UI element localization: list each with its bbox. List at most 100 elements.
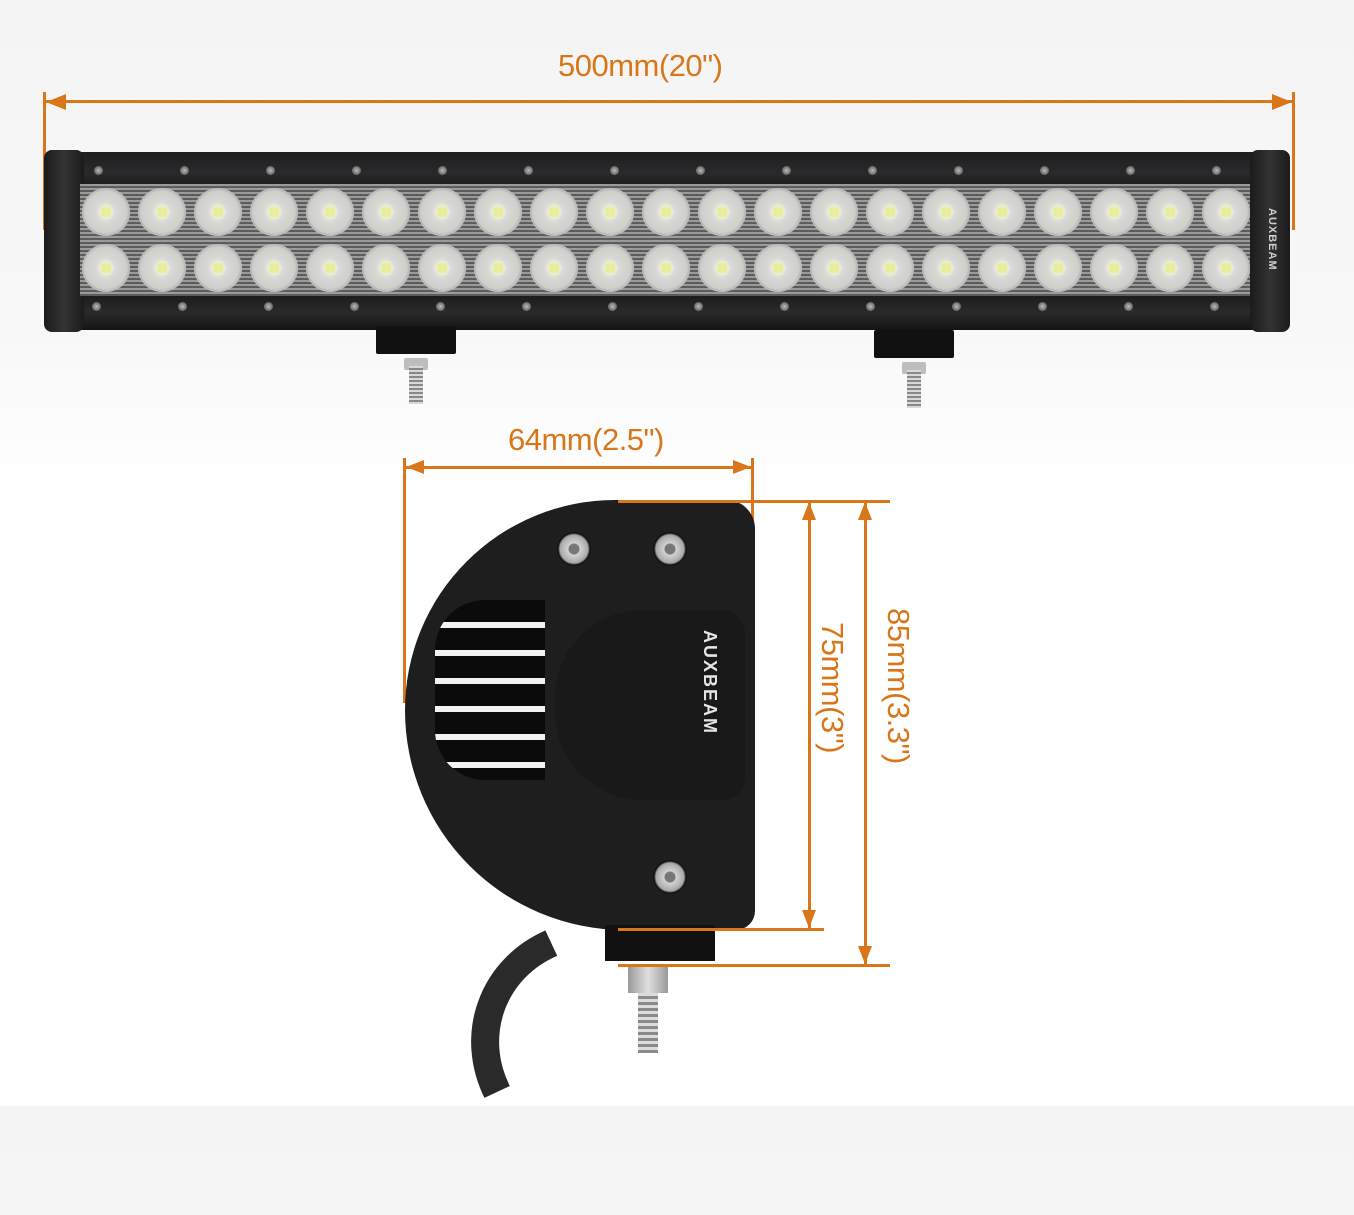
height-top-extension (618, 500, 890, 503)
light-bar-side-view (405, 500, 755, 930)
side-brand-text: AUXBEAM (700, 630, 720, 736)
arrow-right-icon (733, 460, 751, 474)
screw-icon (264, 302, 273, 311)
left-end-cap (44, 150, 84, 332)
led (1034, 244, 1082, 292)
led (810, 244, 858, 292)
light-bar-front-view: AUXBEAM (44, 150, 1294, 408)
led (250, 244, 298, 292)
led (194, 244, 242, 292)
heatsink-vent (435, 600, 545, 780)
bolt-icon (638, 993, 658, 1053)
led (922, 244, 970, 292)
arrow-right-icon (1272, 94, 1292, 110)
depth-dimension-label: 64mm(2.5") (508, 422, 664, 457)
screw-icon (608, 302, 617, 311)
screw-icon (1212, 166, 1221, 175)
depth-left-extension (403, 458, 406, 703)
depth-right-extension (751, 458, 754, 568)
screw-icon (436, 302, 445, 311)
led (474, 188, 522, 236)
screw-icon (1126, 166, 1135, 175)
led (866, 244, 914, 292)
length-dimension-label: 500mm(20") (558, 48, 723, 83)
screw-icon (694, 302, 703, 311)
right-end-cap (1250, 150, 1290, 332)
led (1202, 244, 1250, 292)
screw-icon (352, 166, 361, 175)
led (1146, 188, 1194, 236)
screw-icon (350, 302, 359, 311)
led (978, 244, 1026, 292)
led (530, 244, 578, 292)
led (306, 188, 354, 236)
led (250, 188, 298, 236)
side-mounting-bracket (605, 925, 715, 961)
led (810, 188, 858, 236)
screw-icon (868, 166, 877, 175)
led (866, 188, 914, 236)
length-dimension-line (44, 100, 1294, 103)
led (1090, 244, 1138, 292)
led (642, 244, 690, 292)
screw-icon (524, 166, 533, 175)
height-total-dimension-label: 85mm(3.3") (881, 608, 916, 764)
led (698, 188, 746, 236)
screw-icon (92, 302, 101, 311)
led (1202, 188, 1250, 236)
height-body-bottom-extension (618, 928, 824, 931)
hex-screw-icon (653, 532, 687, 566)
height-total-dimension-line (864, 502, 867, 964)
led (978, 188, 1026, 236)
led-array (82, 188, 1258, 296)
led (418, 188, 466, 236)
screw-icon (696, 166, 705, 175)
end-cap-brand-text: AUXBEAM (1266, 208, 1278, 271)
screw-icon (1040, 166, 1049, 175)
depth-dimension-line (405, 466, 753, 469)
screw-icon (780, 302, 789, 311)
arrow-up-icon (802, 502, 816, 520)
led (754, 244, 802, 292)
arrow-down-icon (858, 946, 872, 964)
screw-icon (1210, 302, 1219, 311)
screw-icon (1038, 302, 1047, 311)
screw-icon (94, 166, 103, 175)
arrow-left-icon (406, 460, 424, 474)
height-body-dimension-line (808, 502, 811, 928)
height-body-dimension-label: 75mm(3") (815, 622, 850, 754)
screw-icon (954, 166, 963, 175)
led (754, 188, 802, 236)
hex-screw-icon (557, 532, 591, 566)
led (586, 188, 634, 236)
led (530, 188, 578, 236)
led (362, 244, 410, 292)
led (1090, 188, 1138, 236)
led (138, 188, 186, 236)
led (306, 244, 354, 292)
led (82, 244, 130, 292)
screw-icon (952, 302, 961, 311)
mounting-bracket-right (874, 330, 954, 358)
led (194, 188, 242, 236)
arrow-down-icon (802, 910, 816, 928)
side-end-cap-hub (555, 610, 745, 800)
screw-icon (178, 302, 187, 311)
led (642, 188, 690, 236)
height-total-bottom-extension (618, 964, 890, 967)
arrow-up-icon (858, 502, 872, 520)
mounting-bracket-left (376, 326, 456, 354)
led (418, 244, 466, 292)
screw-icon (266, 166, 275, 175)
led (1146, 244, 1194, 292)
screw-icon (180, 166, 189, 175)
screw-icon (438, 166, 447, 175)
led (362, 188, 410, 236)
bolt-icon (907, 370, 921, 408)
led (474, 244, 522, 292)
screw-icon (522, 302, 531, 311)
led (1034, 188, 1082, 236)
led (698, 244, 746, 292)
led (922, 188, 970, 236)
screw-icon (1124, 302, 1133, 311)
